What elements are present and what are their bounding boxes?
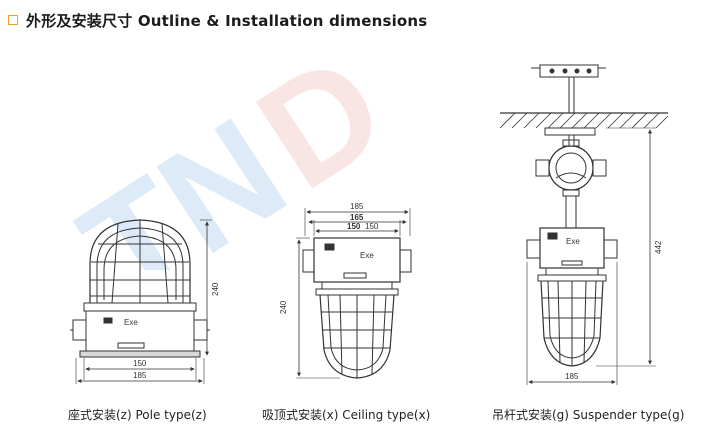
caption-ceiling-type: 吸顶式安装(x) Ceiling type(x) [262,408,431,422]
ceiling-inner-width-dimension: 150 [347,222,361,231]
section-header: 外形及安装尺寸 Outline & Installation dimension… [8,9,427,31]
suspender-width-dimension: 185 [565,372,579,381]
pole-type-drawing [70,219,212,384]
suspender-type-drawing [499,64,669,385]
pole-outer-width-dimension: 185 [133,371,147,380]
caption-suspender-type: 吊杆式安装(g) Suspender type(g) [492,408,685,422]
ceiling-mid-width-dimension: 165 [350,213,364,222]
ceiling-box-label: Exe [360,251,374,260]
ceiling-type-drawing [296,208,412,379]
section-title: 外形及安装尺寸 Outline & Installation dimension… [26,11,428,30]
caption-pole-type: 座式安装(z) Pole type(z) [68,408,207,422]
pole-height-dimension: 240 [211,282,220,296]
suspender-height-dimension: 442 [654,240,663,254]
checkbox-bullet-icon [8,15,18,25]
pole-box-label: Exe [124,318,138,327]
ceiling-outer-width-dimension: 185 [350,202,364,211]
suspender-box-label: Exe [566,237,580,246]
ceiling-inner-width-dimension-right: 150 [365,222,379,231]
ceiling-height-dimension: 240 [279,300,288,314]
pole-inner-width-dimension: 150 [133,359,147,368]
